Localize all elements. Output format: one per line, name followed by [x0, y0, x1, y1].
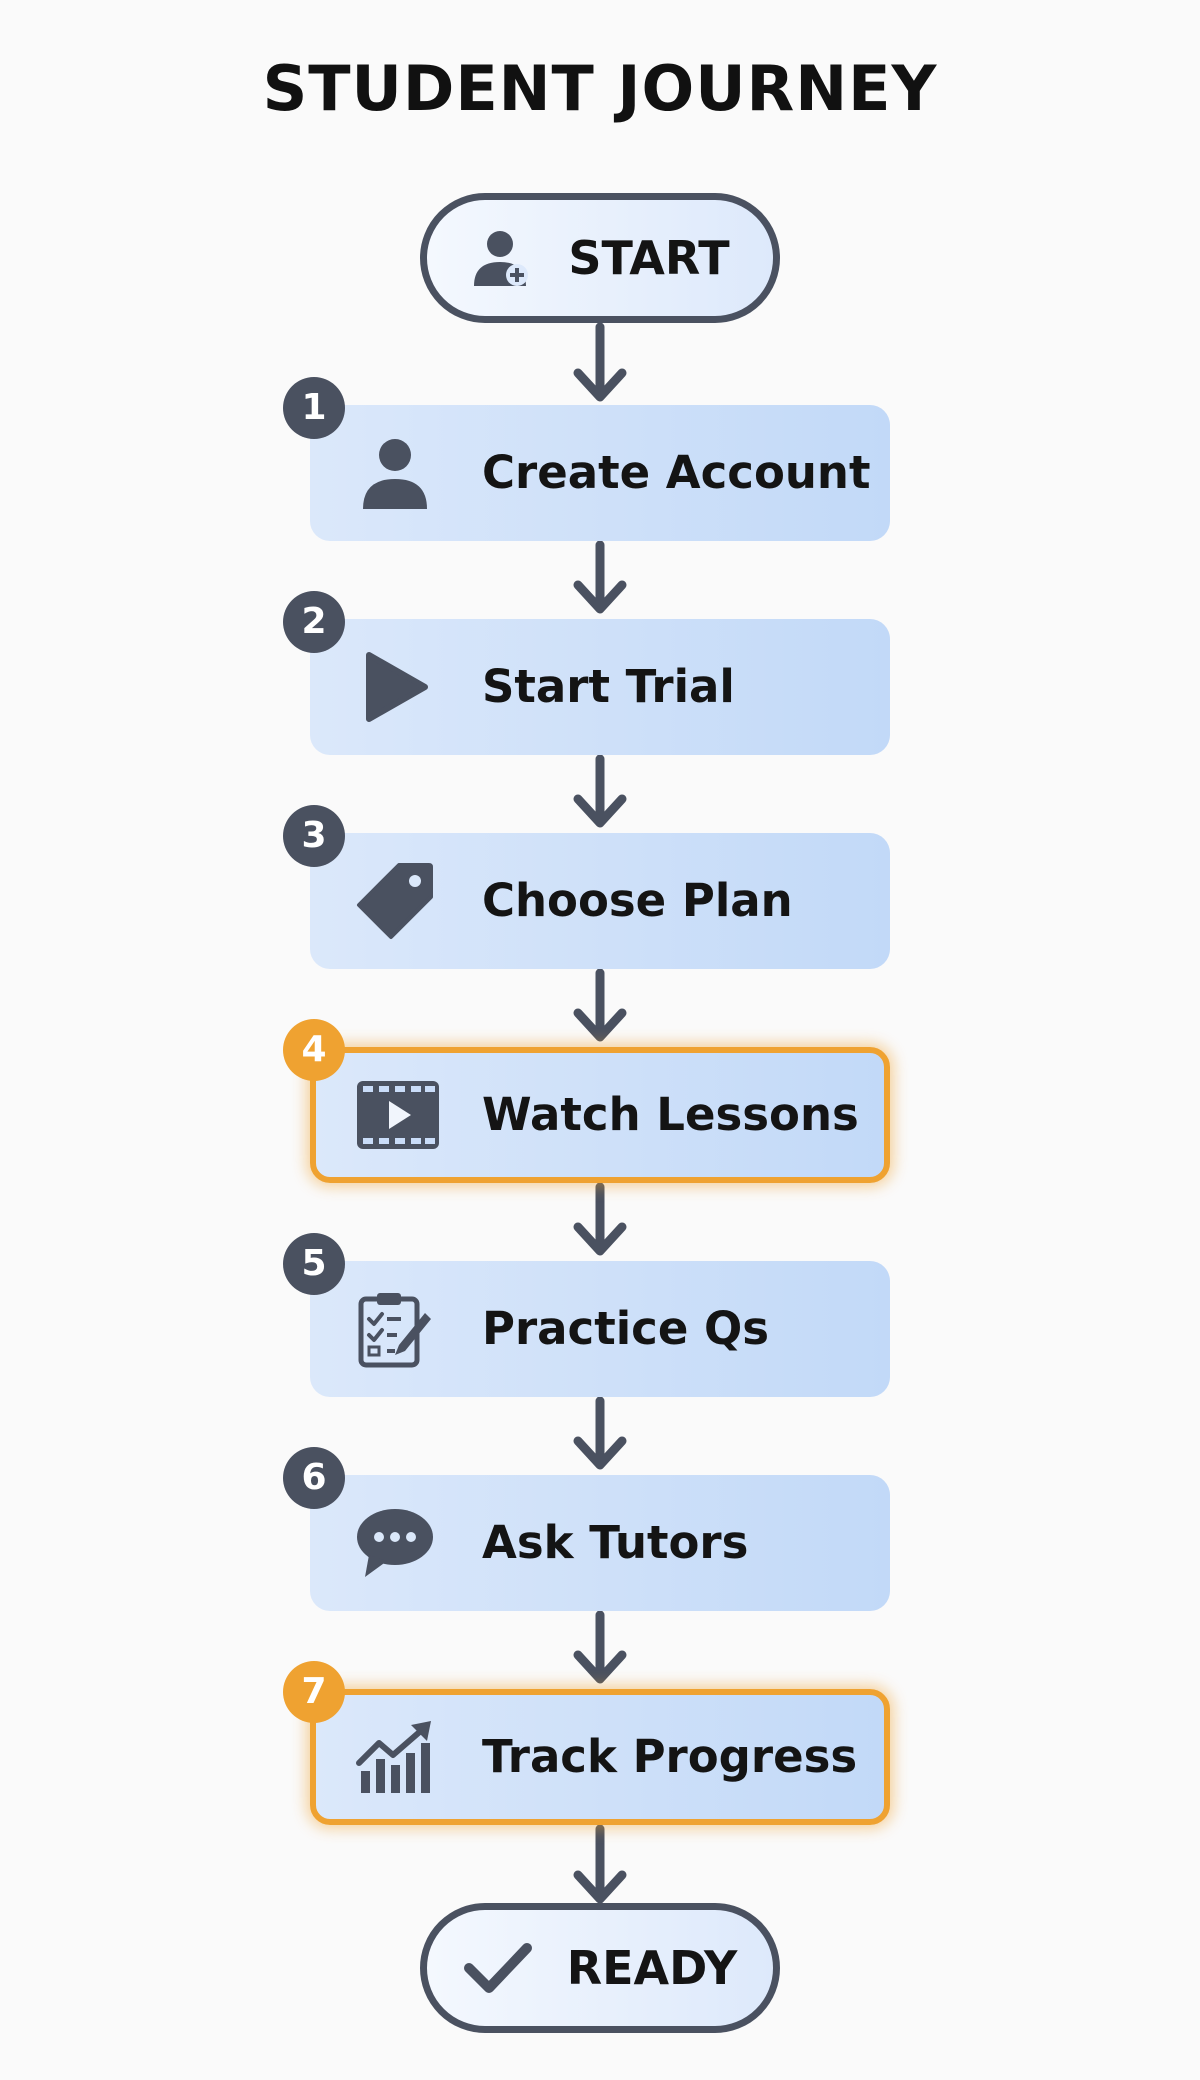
- step-choose-plan: Choose Plan: [310, 833, 890, 969]
- step-label: Practice Qs: [482, 1302, 770, 1355]
- video-film-icon: [355, 1075, 439, 1155]
- step-practice-qs: Practice Qs: [310, 1261, 890, 1397]
- flow-arrow: [570, 1183, 630, 1259]
- price-tag-icon: [355, 861, 435, 941]
- flow-arrow: [570, 1825, 630, 1907]
- end-node: READY: [420, 1903, 780, 2033]
- step-number-badge: 2: [283, 591, 345, 653]
- step-number-badge: 4: [283, 1019, 345, 1081]
- start-node: START: [420, 193, 780, 323]
- growth-chart-icon: [355, 1717, 435, 1797]
- step-label: Choose Plan: [482, 874, 793, 927]
- step-watch-lessons: Watch Lessons: [310, 1047, 890, 1183]
- diagram-title: STUDENT JOURNEY: [262, 52, 938, 125]
- flow-arrow: [570, 323, 630, 405]
- step-label: Start Trial: [482, 660, 735, 713]
- flow-arrow: [570, 1611, 630, 1687]
- chat-bubble-icon: [355, 1503, 435, 1583]
- play-icon: [355, 647, 435, 727]
- step-create-account: Create Account: [310, 405, 890, 541]
- start-label: START: [568, 231, 730, 285]
- step-label: Track Progress: [482, 1730, 858, 1783]
- checkmark-icon: [463, 1940, 533, 1996]
- user-icon: [355, 433, 435, 513]
- step-start-trial: Start Trial: [310, 619, 890, 755]
- step-number-badge: 5: [283, 1233, 345, 1295]
- flow-arrow: [570, 755, 630, 831]
- step-label: Ask Tutors: [482, 1516, 749, 1569]
- flow-arrow: [570, 541, 630, 617]
- flow-arrow: [570, 969, 630, 1045]
- step-number-badge: 6: [283, 1447, 345, 1509]
- step-label: Watch Lessons: [482, 1088, 859, 1141]
- step-track-progress: Track Progress: [310, 1689, 890, 1825]
- user-add-icon: [470, 226, 534, 290]
- end-label: READY: [566, 1941, 738, 1995]
- step-number-badge: 1: [283, 377, 345, 439]
- clipboard-checklist-icon: [355, 1289, 435, 1369]
- step-number-badge: 7: [283, 1661, 345, 1723]
- step-ask-tutors: Ask Tutors: [310, 1475, 890, 1611]
- step-number-badge: 3: [283, 805, 345, 867]
- step-label: Create Account: [482, 446, 871, 499]
- flow-arrow: [570, 1397, 630, 1473]
